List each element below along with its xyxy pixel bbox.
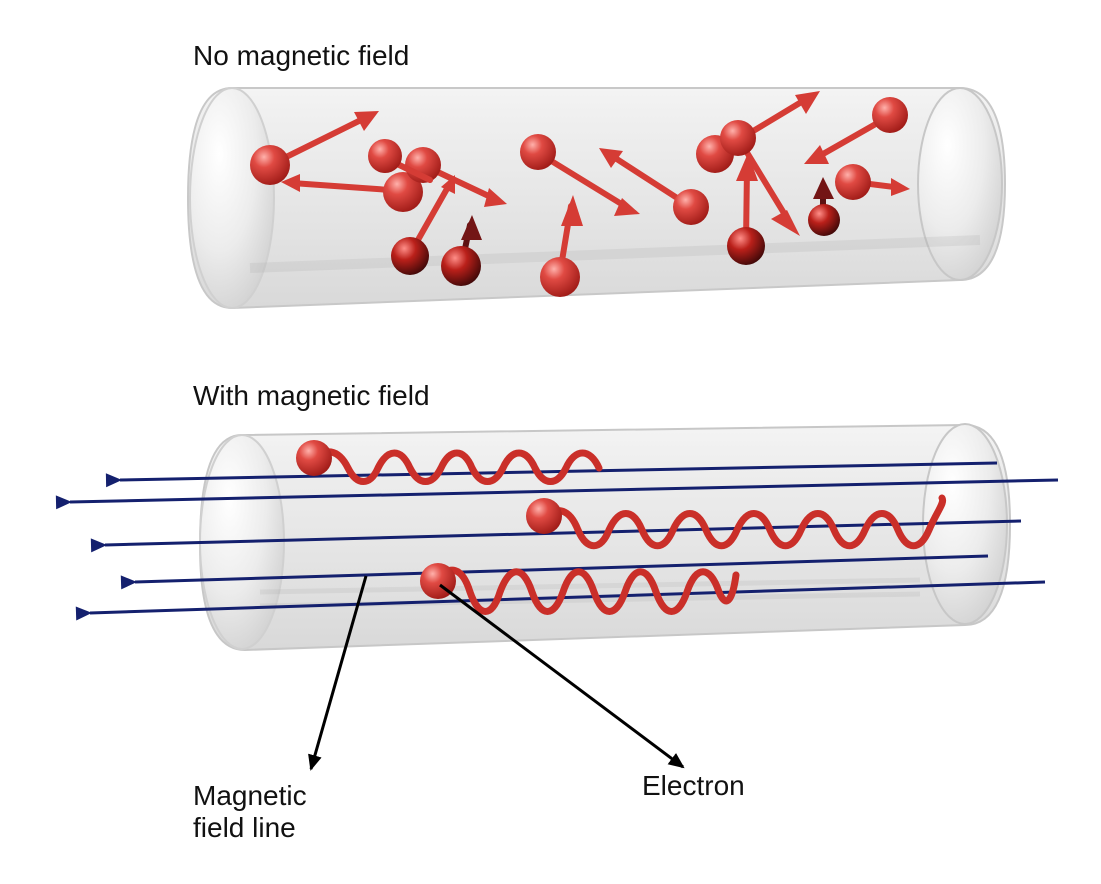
magnetic-field-line-label-line-1: Magnetic (193, 780, 307, 811)
electron-vector-9 (599, 148, 709, 225)
electron-callout-arrow (439, 583, 685, 769)
electron-vector-5 (391, 175, 455, 275)
electron-vector-4 (368, 139, 433, 183)
electron-vector-6 (441, 215, 482, 286)
electron-vector-15 (808, 177, 840, 236)
electron-vector-7 (540, 195, 583, 297)
spiral-electron-2 (526, 494, 947, 550)
spiral-electron-1 (296, 440, 603, 485)
electron-vector-13 (804, 97, 908, 164)
top-tube-shadow (249, 235, 981, 273)
bottom-panel-title: With magnetic field (193, 380, 430, 411)
top-electrons (250, 91, 910, 297)
magnetic-field-line-callout-arrow (308, 575, 368, 771)
top-panel-title: No magnetic field (193, 40, 410, 71)
electron-vector-1 (250, 111, 379, 185)
electron-vector-8 (520, 134, 640, 216)
electron-vector-12 (727, 153, 765, 265)
field-line-5 (75, 580, 1046, 621)
top-tube-right-cap (917, 87, 1003, 281)
magnetic-field-line-label-line-2: field line (193, 812, 296, 844)
electron-label: Electron (642, 770, 745, 801)
magnetic-field-line-label: Magnetic field line (193, 780, 307, 844)
electron-vector-2 (281, 172, 423, 212)
top-tube-left-cap (189, 87, 275, 309)
electron-vector-14 (835, 164, 910, 200)
field-line-1 (105, 461, 998, 488)
field-line-2 (55, 478, 1059, 510)
bottom-electrons (296, 440, 947, 615)
field-line-4 (120, 554, 989, 590)
